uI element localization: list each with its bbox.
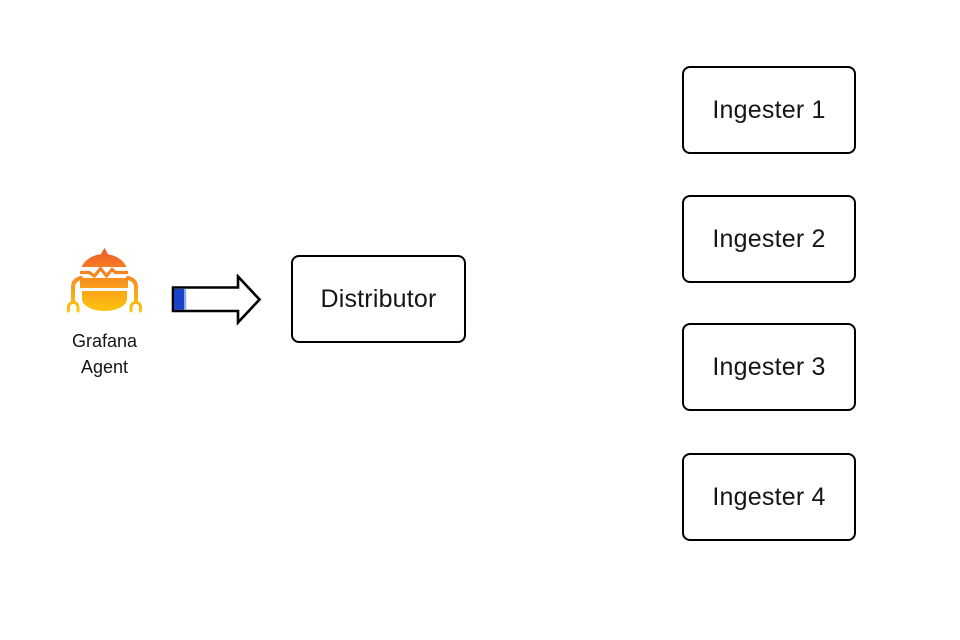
ingester-3-label: Ingester 3 (712, 352, 826, 381)
distributor-label: Distributor (320, 284, 437, 313)
ingester-2-label: Ingester 2 (712, 224, 826, 253)
robot-left-hand (67, 300, 80, 313)
robot-goggle-zigzag (80, 265, 128, 279)
robot-right-hand (129, 300, 142, 313)
right-block-arrow-icon (171, 274, 262, 326)
ingester-4-node: Ingester 4 (682, 453, 856, 541)
arrow-accent-block (174, 288, 184, 310)
ingester-1-label: Ingester 1 (712, 95, 826, 124)
robot-body (82, 291, 127, 311)
grafana-agent-robot-icon (67, 248, 142, 313)
grafana-agent-label-line1: Grafana (71, 331, 138, 351)
ingester-3-node: Ingester 3 (682, 323, 856, 411)
robot-right-arm (126, 276, 138, 303)
ingester-4-label: Ingester 4 (712, 482, 826, 511)
robot-left-arm (71, 276, 83, 303)
grafana-agent-label: Grafana Agent (44, 328, 165, 380)
ingester-2-node: Ingester 2 (682, 195, 856, 283)
distributor-node: Distributor (291, 255, 466, 343)
grafana-agent-label-line2: Agent (80, 357, 129, 377)
arrow-accent-fade (184, 288, 187, 310)
ingester-1-node: Ingester 1 (682, 66, 856, 154)
arrow-outline (171, 274, 262, 326)
